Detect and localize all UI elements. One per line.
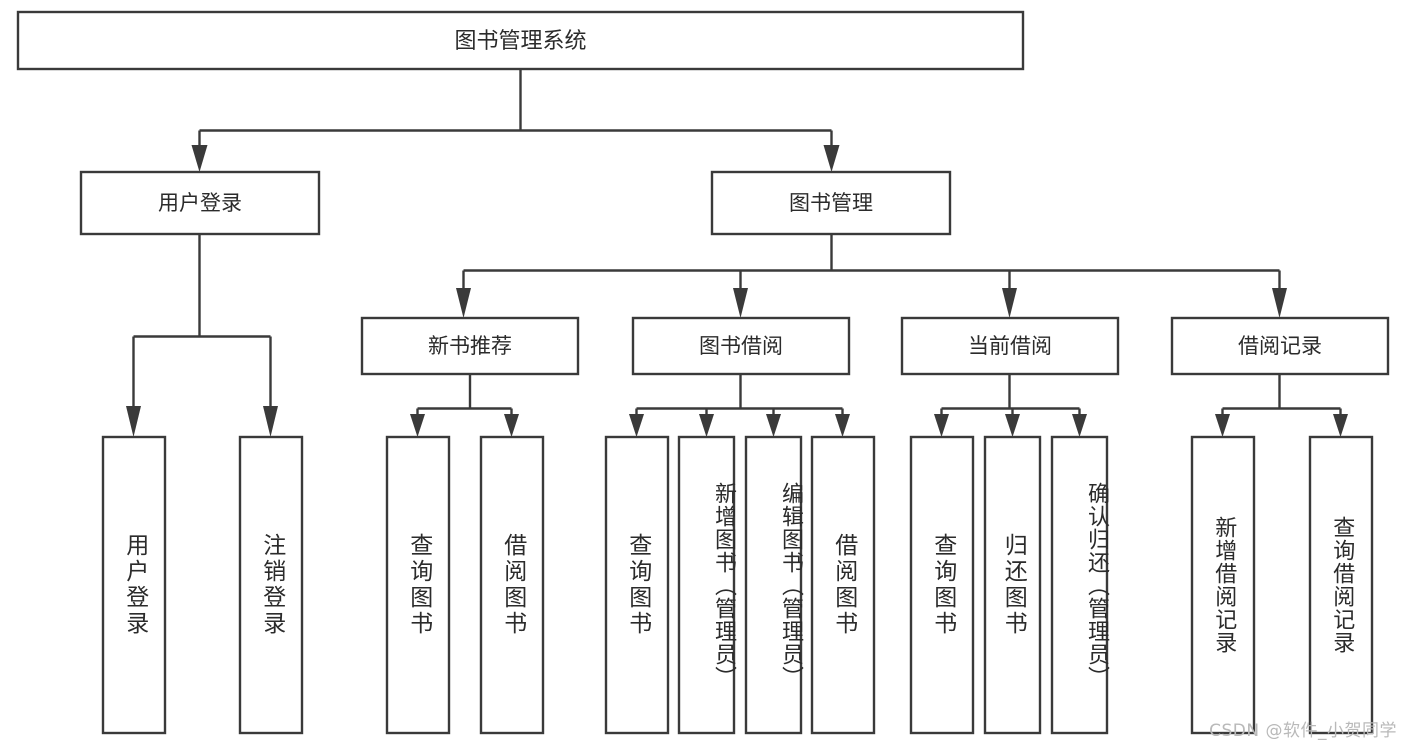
node-root[interactable]: 图书管理系统	[16, 10, 1025, 71]
node-book-borrow-box[interactable]	[631, 316, 851, 376]
node-new-book-recommend[interactable]: 新书推荐	[360, 316, 580, 376]
arrow-bookborrow-to-leaf1	[629, 414, 644, 437]
leaf-box-edit-book-admin[interactable]	[744, 435, 803, 735]
node-root-box[interactable]	[16, 10, 1025, 71]
arrow-bookmanage-to-newbook	[456, 288, 471, 318]
leaf-box-confirm-return-admin[interactable]	[1050, 435, 1109, 735]
leaf-box-query-book-rec[interactable]	[385, 435, 451, 735]
connector-group-bookborrow	[629, 374, 850, 437]
arrow-bookborrow-to-leaf3	[766, 414, 781, 437]
arrow-bookborrow-to-leaf4	[835, 414, 850, 437]
leaf-box-borrow-book-rec[interactable]	[479, 435, 545, 735]
leaf-box-borrow-book[interactable]	[810, 435, 876, 735]
leaf-box-user-logout[interactable]	[238, 435, 304, 735]
arrow-userlogin-to-leaf1	[126, 406, 141, 437]
leaf-box-user-login[interactable]	[101, 435, 167, 735]
node-book-manage-label: 图书管理	[789, 191, 873, 215]
arrow-currentborrow-to-leaf1	[934, 414, 949, 437]
connector-group-borrowrecord	[1215, 374, 1348, 437]
node-borrow-record[interactable]: 借阅记录	[1170, 316, 1390, 376]
arrow-bookmanage-to-borrowrecord	[1272, 288, 1287, 318]
arrow-userlogin-to-leaf2	[263, 406, 278, 437]
node-new-book-recommend-box[interactable]	[360, 316, 580, 376]
arrow-bookborrow-to-leaf2	[699, 414, 714, 437]
leaf-box-add-book-admin[interactable]	[677, 435, 736, 735]
leaf-box-query-book-borrow[interactable]	[604, 435, 670, 735]
node-current-borrow-label: 当前借阅	[968, 334, 1052, 358]
node-user-login-label: 用户登录	[158, 191, 242, 215]
connector-group-book-manage	[456, 234, 1287, 318]
arrow-borrowrecord-to-leaf1	[1215, 414, 1230, 437]
node-book-borrow[interactable]: 图书借阅	[631, 316, 851, 376]
node-book-manage[interactable]: 图书管理	[710, 170, 952, 236]
arrow-newbook-to-leaf2	[504, 414, 519, 437]
node-user-login-box[interactable]	[79, 170, 321, 236]
leaf-boxes	[101, 435, 1374, 735]
arrow-root-to-user-login	[191, 145, 208, 172]
arrow-newbook-to-leaf1	[410, 414, 425, 437]
connector-group-currentborrow	[934, 374, 1087, 437]
leaf-box-return-book[interactable]	[983, 435, 1042, 735]
node-current-borrow-box[interactable]	[900, 316, 1120, 376]
arrow-root-to-book-manage	[823, 145, 840, 172]
node-borrow-record-box[interactable]	[1170, 316, 1390, 376]
node-borrow-record-label: 借阅记录	[1238, 334, 1322, 358]
node-current-borrow[interactable]: 当前借阅	[900, 316, 1120, 376]
arrow-currentborrow-to-leaf3	[1072, 414, 1087, 437]
leaf-box-add-borrow-record[interactable]	[1190, 435, 1256, 735]
arrow-bookmanage-to-currentborrow	[1002, 288, 1017, 318]
arrow-currentborrow-to-leaf2	[1005, 414, 1020, 437]
leaf-box-query-book-current[interactable]	[909, 435, 975, 735]
connector-group-root	[191, 69, 840, 172]
node-book-manage-box[interactable]	[710, 170, 952, 236]
node-root-label: 图书管理系统	[454, 29, 586, 54]
watermark-text: CSDN @软件_小贺同学	[1209, 721, 1397, 741]
arrow-borrowrecord-to-leaf2	[1333, 414, 1348, 437]
node-new-book-recommend-label: 新书推荐	[428, 334, 512, 358]
node-user-login[interactable]: 用户登录	[79, 170, 321, 236]
node-book-borrow-label: 图书借阅	[699, 334, 783, 358]
connector-group-user-login	[126, 234, 278, 437]
arrow-bookmanage-to-bookborrow	[733, 288, 748, 318]
leaf-box-query-borrow-record[interactable]	[1308, 435, 1374, 735]
connector-group-newbook	[410, 374, 519, 437]
